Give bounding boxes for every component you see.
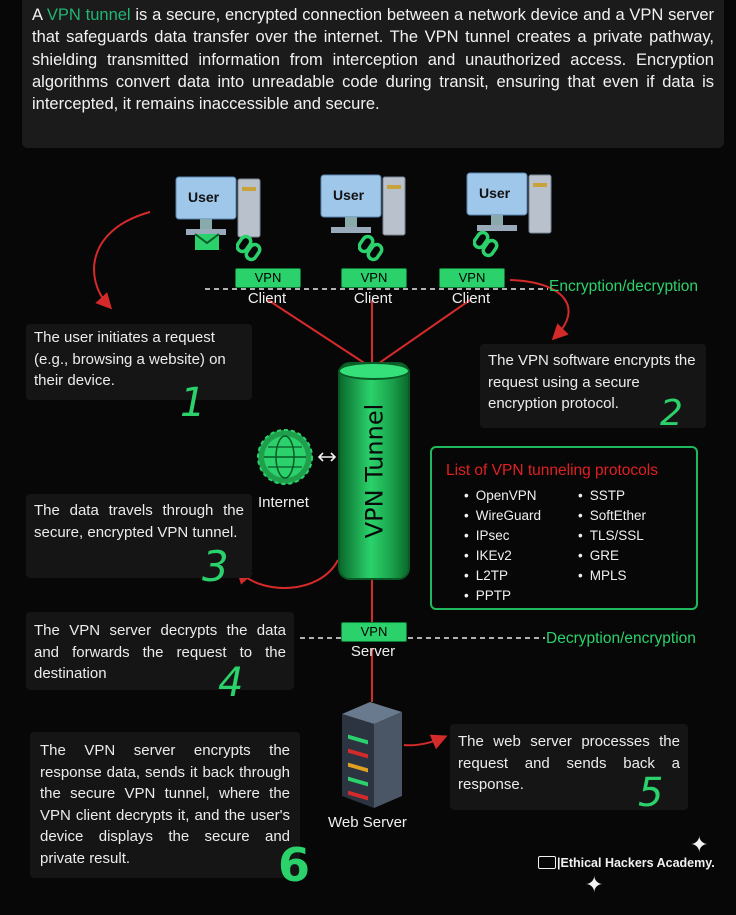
decryption-label: Decryption/encryption [546,630,696,647]
computer-icon [175,176,261,238]
user-label-2: User [333,187,365,203]
step-1-number: 1 [180,380,206,426]
link-icon [236,234,262,262]
globe-icon [257,429,337,485]
step-4-number: 4 [218,660,244,706]
sparkle-icon: ✦ [585,872,604,897]
step-1-box: The user initiates a request (e.g., brow… [26,324,252,400]
step-6-text: The VPN server encrypts the response dat… [40,742,290,867]
protocol-item: SSTP [578,486,646,506]
protocols-col2: SSTP SoftEther TLS/SSL GRE MPLS [578,486,646,586]
arrow-step1 [93,211,151,310]
protocol-item: TLS/SSL [578,526,646,546]
step-5-number: 5 [638,770,664,816]
vpn-server-label: Server [350,643,396,660]
protocol-item: WireGuard [464,506,541,526]
brand-name: |Ethical Hackers Academy. [557,856,715,870]
step-3-box: The data travels through the secure, enc… [26,494,252,578]
intro-text: is a secure, encrypted connection betwee… [32,6,714,114]
computer-icon [466,172,552,234]
arrow-step3 [235,559,339,589]
vpn-client-1: VPN Client [232,268,302,307]
vpn-tunnel: VPN Tunnel [338,362,410,580]
web-server-label: Web Server [328,814,407,831]
protocol-item: SoftEther [578,506,646,526]
step-2-number: 2 [660,393,683,434]
user-computer-3: User [463,169,563,241]
step-1-text: The user initiates a request (e.g., brow… [34,329,226,389]
protocol-item: MPLS [578,566,646,586]
protocol-item: IPsec [464,526,541,546]
web-server-icon [342,702,402,808]
arrow-step5 [403,734,448,750]
vpn-client-3: VPN Client [436,268,506,307]
step-4-box: The VPN server decrypts the data and for… [26,612,294,690]
envelope-icon [194,233,220,250]
intro-panel: A VPN tunnel is a secure, encrypted conn… [22,0,724,148]
vpn-client-label: Client [451,290,491,307]
step-5-box: The web server processes the request and… [450,724,688,810]
computer-icon [320,174,406,236]
vpn-client-label: Client [247,290,287,307]
vpn-client-badge: VPN [341,268,407,288]
step-3-text: The data travels through the secure, enc… [34,502,244,541]
protocols-title: List of VPN tunneling protocols [446,462,658,479]
protocol-item: GRE [578,546,646,566]
step-5-text: The web server processes the request and… [458,733,680,793]
protocol-item: L2TP [464,566,541,586]
tunnel-top-cap [338,362,410,380]
sparkle-icon: ✦ [690,832,709,857]
encryption-label: Encryption/decryption [549,278,699,295]
vpn-client-badge: VPN [439,268,505,288]
client1-link [267,299,373,369]
protocols-panel: List of VPN tunneling protocols OpenVPN … [430,446,698,610]
arrow-step2 [509,279,570,341]
user-computer-2: User [317,171,417,243]
vpn-server-badge: VPN [341,622,407,642]
step-6-number: 6 [278,838,311,892]
step-6-box: The VPN server encrypts the response dat… [30,732,300,878]
link-icon [473,230,499,258]
protocols-col1: OpenVPN WireGuard IPsec IKEv2 L2TP PPTP [464,486,541,606]
vpn-client-label: Client [353,290,393,307]
brand-logo-icon [538,856,556,869]
tunnel-label: VPN Tunnel [360,403,388,539]
intro-highlight: VPN tunnel [46,6,131,24]
internet-label: Internet [258,494,309,511]
step-2-box: The VPN software encrypts the request us… [480,344,706,428]
intro-prefix: A [32,6,47,24]
step-4-text: The VPN server decrypts the data and for… [34,622,286,682]
step-3-number: 3 [202,542,229,591]
vpn-client-badge: VPN [235,268,301,288]
user-label-3: User [479,185,511,201]
protocol-item: OpenVPN [464,486,541,506]
protocol-item: PPTP [464,586,541,606]
client3-link [371,299,471,369]
user-label-1: User [188,189,220,205]
vpn-server: VPN Server [338,622,408,660]
user-computer-1: User [172,173,272,245]
link-icon [358,234,384,262]
vpn-client-2: VPN Client [338,268,408,307]
step-2-text: The VPN software encrypts the request us… [488,352,696,412]
protocol-item: IKEv2 [464,546,541,566]
